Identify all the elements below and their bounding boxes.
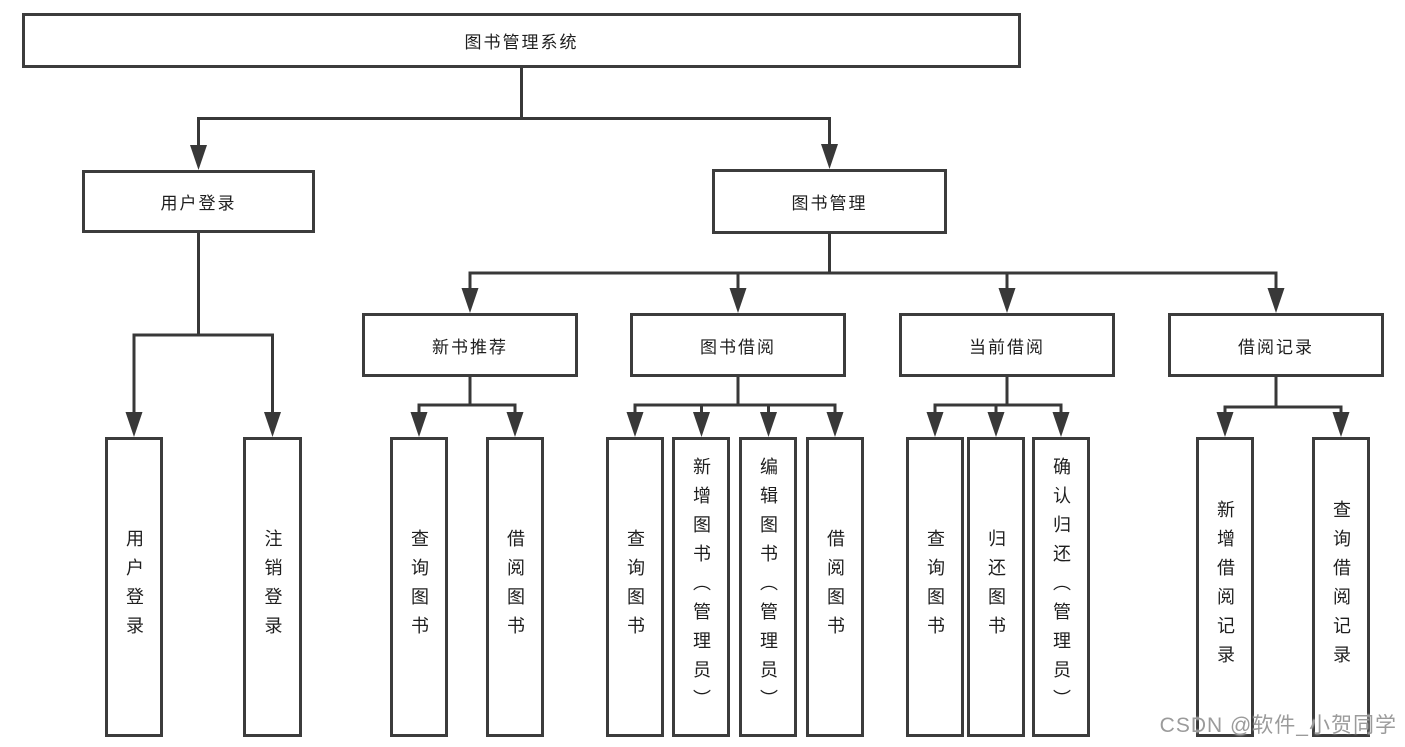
leaf-br-add-record: 新增借阅记录 (1196, 437, 1254, 737)
leaf-logout-label: 注销登录 (262, 529, 283, 645)
leaf-user-login-label: 用户登录 (124, 529, 144, 645)
leaf-bb-query-books-label: 查询图书 (625, 529, 645, 645)
node-current-borrowing-label: 当前借阅 (969, 337, 1045, 357)
edge-root-to-level1 (197, 68, 831, 150)
leaf-cb-query-books-label: 查询图书 (925, 529, 945, 645)
leaf-bb-add-books-admin: 新增图书（管理员） (672, 437, 730, 737)
leaf-bb-edit-books-admin-label: 编辑图书（管理员） (758, 456, 778, 718)
node-current-borrowing: 当前借阅 (899, 313, 1115, 377)
leaf-bb-borrow-books-label: 借阅图书 (825, 529, 845, 645)
node-book-borrowing-label: 图书借阅 (700, 337, 776, 357)
leaf-bb-query-books: 查询图书 (606, 437, 664, 737)
leaf-bb-add-books-admin-label: 新增图书（管理员） (691, 456, 711, 718)
edge-current-borrowing-to-leaves (933, 377, 1063, 417)
node-root: 图书管理系统 (22, 13, 1021, 68)
leaf-user-login: 用户登录 (105, 437, 163, 737)
leaf-br-query-record-label: 查询借阅记录 (1331, 500, 1351, 674)
leaf-bb-borrow-books: 借阅图书 (806, 437, 864, 737)
arrowheads (125, 144, 1350, 437)
edge-book-management-to-level2 (468, 234, 1278, 293)
leaf-br-query-record: 查询借阅记录 (1312, 437, 1370, 737)
leaf-br-add-record-label: 新增借阅记录 (1215, 500, 1235, 674)
leaf-cb-return-books-label: 归还图书 (986, 529, 1006, 645)
leaf-nbr-query-books: 查询图书 (390, 437, 448, 737)
leaf-cb-confirm-return-admin-label: 确认归还（管理员） (1051, 456, 1071, 718)
leaf-logout: 注销登录 (243, 437, 302, 737)
leaf-nbr-query-books-label: 查询图书 (409, 529, 429, 645)
node-borrowing-records: 借阅记录 (1168, 313, 1384, 377)
leaf-cb-return-books: 归还图书 (967, 437, 1025, 737)
leaf-cb-query-books: 查询图书 (906, 437, 964, 737)
leaf-nbr-borrow-books: 借阅图书 (486, 437, 544, 737)
node-borrowing-records-label: 借阅记录 (1238, 337, 1314, 357)
edge-user-login-to-leaves (132, 233, 274, 417)
node-root-label: 图书管理系统 (464, 33, 579, 52)
edge-new-book-recommend-to-leaves (417, 377, 517, 417)
leaf-nbr-borrow-books-label: 借阅图书 (505, 529, 525, 645)
edge-borrowing-records-to-leaves (1223, 377, 1343, 417)
csdn-watermark: CSDN @软件_小贺同学 (1159, 714, 1397, 737)
node-new-book-recommend: 新书推荐 (362, 313, 578, 377)
node-book-management-label: 图书管理 (791, 194, 868, 213)
leaf-cb-confirm-return-admin: 确认归还（管理员） (1032, 437, 1090, 737)
node-book-borrowing: 图书借阅 (630, 313, 846, 377)
edge-book-borrowing-to-leaves (633, 377, 837, 417)
node-book-management: 图书管理 (712, 169, 947, 234)
node-user-login: 用户登录 (82, 170, 315, 233)
leaf-bb-edit-books-admin: 编辑图书（管理员） (739, 437, 797, 737)
node-user-login-label: 用户登录 (160, 194, 237, 213)
node-new-book-recommend-label: 新书推荐 (432, 337, 508, 357)
